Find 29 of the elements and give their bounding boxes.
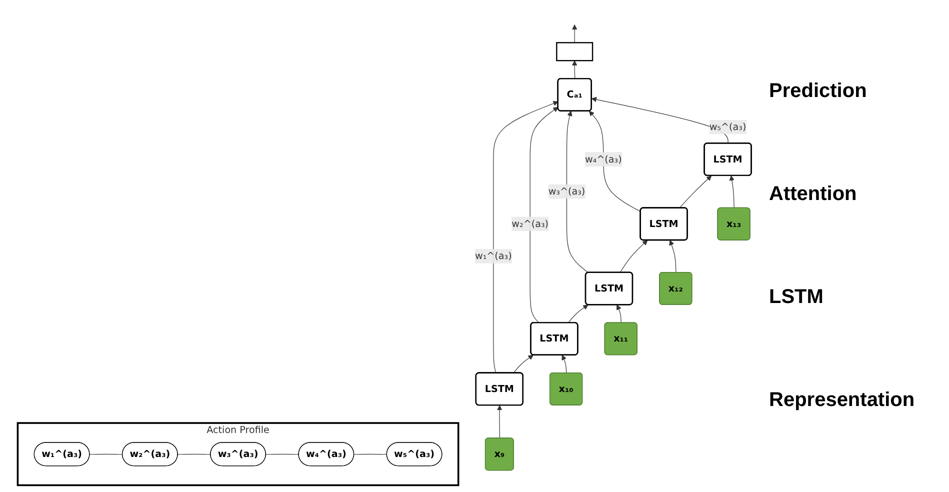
arrow [572, 60, 578, 80]
arrow [620, 240, 648, 273]
arrow [566, 110, 589, 273]
arrow [493, 100, 558, 374]
arrow [729, 176, 734, 208]
arrow [530, 106, 558, 324]
arrow [616, 304, 622, 324]
arrow [591, 96, 728, 144]
connector [354, 454, 388, 455]
layer-label: LSTM [769, 286, 824, 309]
arrow [568, 304, 588, 324]
layer-label: Representation [769, 389, 916, 412]
arrow [562, 354, 567, 374]
edge-label: w₅^(a₃) [709, 121, 746, 132]
edge-label: w₂^(a₃) [512, 218, 549, 230]
arrow [572, 24, 578, 43]
connector [89, 454, 123, 455]
arrow [496, 405, 502, 439]
connector [266, 454, 300, 455]
arrow [679, 176, 712, 208]
layer-label: Prediction [769, 80, 868, 103]
arrow [513, 354, 534, 374]
edge-label: w₄^(a₃) [584, 153, 622, 165]
node-box [556, 42, 594, 62]
edge-label: w₃^(a₃) [548, 186, 586, 197]
connector [178, 454, 212, 455]
layer-label: Attention [769, 183, 858, 206]
arrow [669, 240, 676, 273]
edge-label: w₁^(a₃) [475, 250, 512, 262]
